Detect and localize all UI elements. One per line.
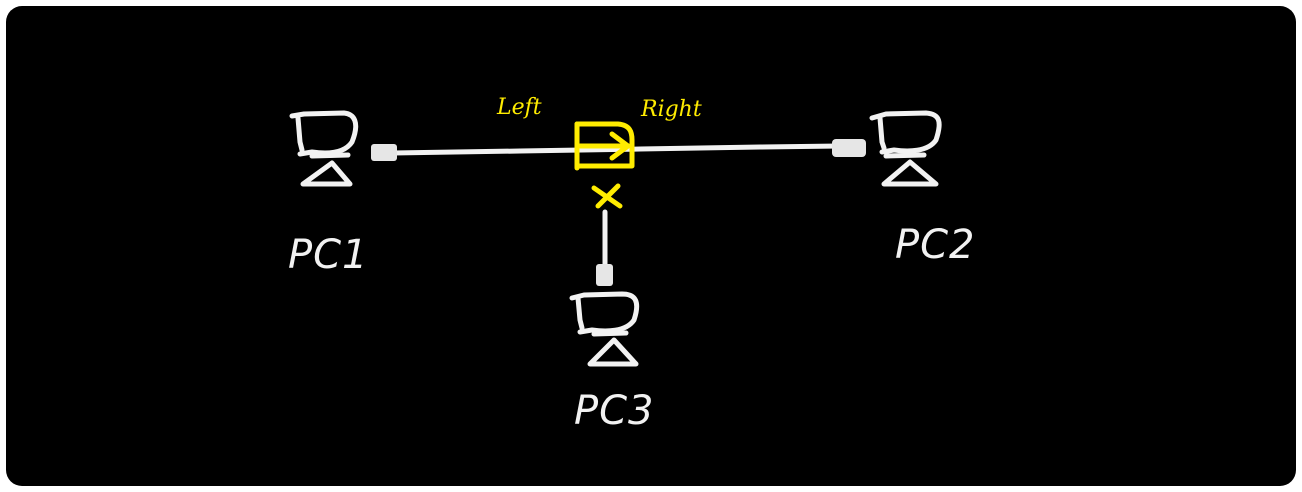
- pc1-label: PC1: [288, 232, 369, 278]
- pc3-label: PC3: [574, 388, 655, 434]
- left-label: Left: [496, 95, 542, 120]
- computer-icon: [869, 110, 942, 187]
- right-label: Right: [640, 97, 702, 122]
- connector-pc2: [832, 139, 866, 157]
- one-way-arrow-box-icon: [574, 121, 635, 171]
- pc2-label: PC2: [895, 222, 976, 268]
- connector-pc1: [371, 144, 397, 161]
- connector-pc3: [596, 264, 613, 286]
- blocked-x-icon: [591, 183, 623, 209]
- computer-icon: [569, 291, 640, 367]
- cable-pc1-pc2: [390, 143, 843, 156]
- network-diagram: × Left Right PC1 PC2 PC3: [288, 95, 976, 434]
- diagram-canvas: × Left Right PC1 PC2 PC3: [6, 6, 1296, 486]
- computer-icon: [289, 110, 359, 187]
